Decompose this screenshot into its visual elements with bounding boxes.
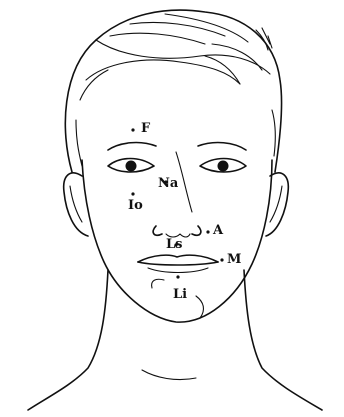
landmark-label-f: F [141,122,150,135]
right-eyebrow [198,143,246,150]
nose [153,152,201,237]
landmark-label-na: Na [158,177,178,190]
landmark-dot-io [131,192,134,195]
landmark-label-ls: Ls [166,238,182,251]
landmark-label-a: A [213,224,223,237]
mouth [138,255,218,272]
chin-line [196,296,203,318]
left-eye [108,159,154,173]
landmark-label-m: M [227,253,241,266]
landmark-dot-li [176,275,179,278]
landmark-label-li: Li [173,288,187,301]
landmark-dot-m [220,258,223,261]
landmark-dot-f [131,128,134,131]
left-eyebrow [108,143,156,150]
cheek-line [152,279,164,288]
landmark-dot-a [206,230,209,233]
hair [65,10,281,172]
right-eye [200,159,246,173]
landmark-label-io: Io [128,199,143,212]
